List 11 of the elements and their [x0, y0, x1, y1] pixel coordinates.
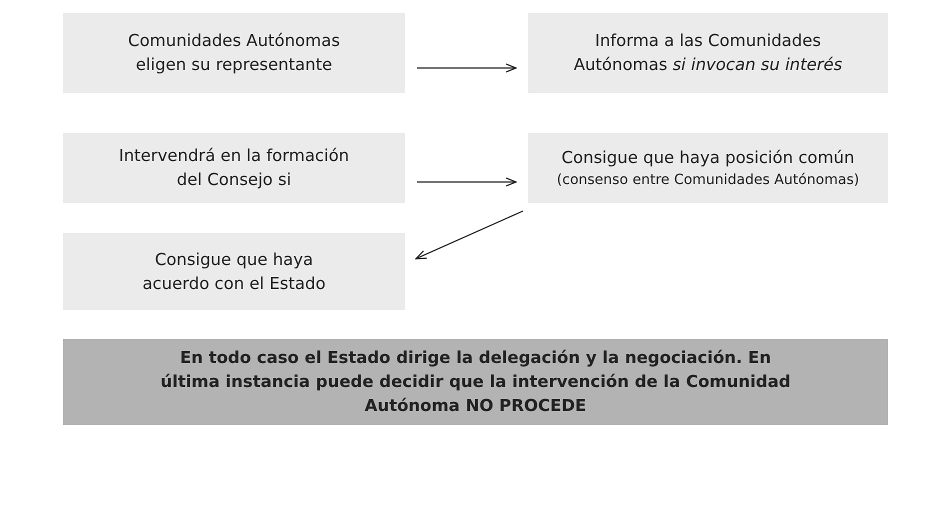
arrow [417, 63, 517, 73]
box-text: Consigue que haya acuerdo con el Estado [141, 248, 327, 294]
box-text: En todo caso el Estado dirige la delegación y la negociación. En última instancia puede decidir que la intervención de la Comunidad Autónoma NO PROCEDE [159, 347, 792, 417]
arrow [415, 210, 524, 260]
arrow [417, 177, 517, 187]
box-text: Comunidades Autónomas eligen su representante [127, 30, 341, 76]
note-box [63, 339, 888, 425]
box-text: Consigue que haya posición común [562, 146, 854, 169]
box-text: Intervendrá en la formación del Consejo si [118, 145, 350, 191]
note-text: (consenso entre Comunidades Autónomas) [556, 170, 860, 190]
box-text: Informa a las Comunidades Autónomas si invocan su interés [572, 30, 844, 76]
